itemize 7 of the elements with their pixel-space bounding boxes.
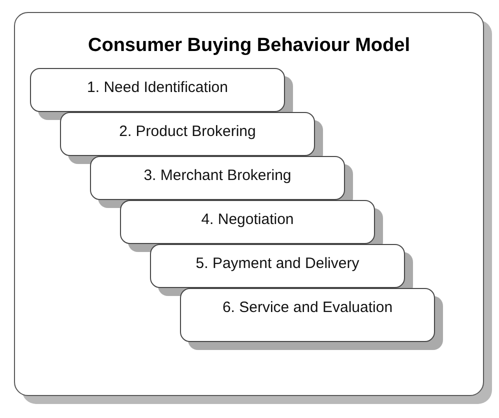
step-label: 6. Service and Evaluation — [221, 299, 394, 316]
panel-heading: Consumer Buying Behaviour Model — [87, 35, 411, 57]
step-label: 1. Need Identification — [86, 79, 229, 96]
step-label: 3. Merchant Brokering — [142, 167, 292, 184]
step-label: 4. Negotiation — [200, 211, 295, 228]
step-label: 5. Payment and Delivery — [194, 255, 360, 272]
step-label: 2. Product Brokering — [118, 123, 257, 140]
